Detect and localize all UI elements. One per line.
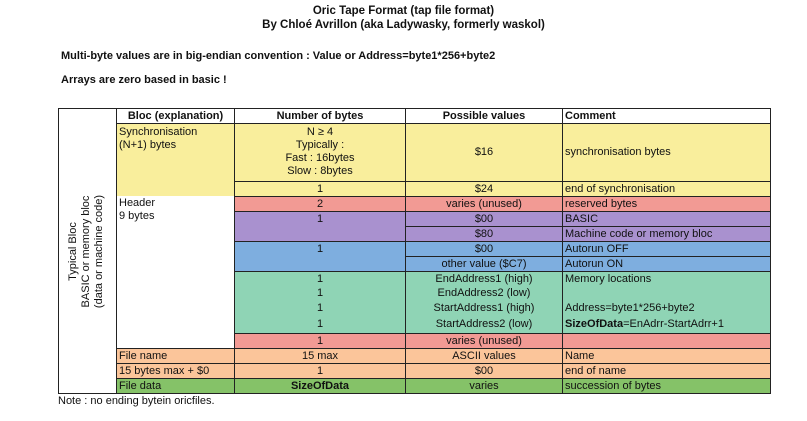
name-value: ASCII values bbox=[405, 348, 562, 363]
bloc-header: Header 9 bytes bbox=[116, 196, 234, 348]
start-address-low-value: StartAddress2 (low) bbox=[405, 316, 562, 333]
address-comment-formula: Address=byte1*256+byte2 bbox=[562, 301, 771, 316]
autorun-comment-on: Autorun ON bbox=[562, 256, 771, 271]
type-bytes: 1 bbox=[234, 211, 405, 241]
bloc-header-label: Header bbox=[119, 197, 156, 209]
endian-note: Multi-byte values are in big-endian conv… bbox=[61, 50, 496, 62]
footnote: Note : no ending bytein oricfiles. bbox=[58, 395, 215, 407]
end-address-high-bytes: 1 bbox=[234, 271, 405, 286]
sync-bytes-min: N ≥ 4 bbox=[306, 126, 334, 138]
end-sync-comment: end of synchronisation bbox=[562, 181, 771, 196]
header-bytes: Number of bytes bbox=[234, 108, 405, 124]
sync-bytes-slow: Slow : 8bytes bbox=[287, 165, 353, 177]
tap-format-table: Typical Bloc BASIC or memory bloc (data … bbox=[58, 108, 771, 394]
name-end-comment: end of name bbox=[562, 363, 771, 378]
unused-bytes: 1 bbox=[234, 333, 405, 348]
document-author: By Chloé Avrillon (aka Ladywasky, former… bbox=[262, 19, 545, 31]
reserved-comment: reserved bytes bbox=[562, 196, 771, 211]
side-label-line3: (data or machine code) bbox=[93, 194, 106, 308]
type-comment-basic: BASIC bbox=[562, 211, 771, 226]
type-value-machine: $80 bbox=[405, 226, 562, 241]
start-address-low-bytes: 1 bbox=[234, 316, 405, 333]
bloc-synchronisation: Synchronisation (N+1) bytes bbox=[116, 124, 234, 196]
address-comment-blank bbox=[562, 286, 771, 301]
data-bytes: SizeOfData bbox=[234, 378, 405, 394]
autorun-value-off: $00 bbox=[405, 241, 562, 256]
name-end-bytes: 1 bbox=[234, 363, 405, 378]
name-comment: Name bbox=[562, 348, 771, 363]
table-top-line bbox=[116, 108, 771, 109]
data-value: varies bbox=[405, 378, 562, 394]
bloc-sync-size: (N+1) bytes bbox=[119, 139, 177, 151]
name-end-value: $00 bbox=[405, 363, 562, 378]
type-comment-machine: Machine code or memory bloc bbox=[562, 226, 771, 241]
header-bloc: Bloc (explanation) bbox=[116, 108, 234, 124]
bloc-filename: File name bbox=[116, 348, 234, 363]
side-label-line1: Typical Bloc bbox=[67, 221, 80, 281]
document-title: Oric Tape Format (tap file format) bbox=[312, 5, 495, 17]
autorun-bytes: 1 bbox=[234, 241, 405, 271]
end-address-high-value: EndAddress1 (high) bbox=[405, 271, 562, 286]
autorun-value-on: other value ($C7) bbox=[405, 256, 562, 271]
end-address-low-bytes: 1 bbox=[234, 286, 405, 301]
address-comment-memory: Memory locations bbox=[562, 271, 771, 286]
end-sync-value: $24 bbox=[405, 181, 562, 196]
bloc-sync-label: Synchronisation bbox=[119, 126, 198, 138]
sync-value: $16 bbox=[405, 124, 562, 181]
size-of-data-formula: =EnAdrr-StartAdrr+1 bbox=[623, 318, 724, 330]
reserved-bytes: 2 bbox=[234, 196, 405, 211]
autorun-comment-off: Autorun OFF bbox=[562, 241, 771, 256]
name-bytes: 15 max bbox=[234, 348, 405, 363]
side-label: Typical Bloc BASIC or memory bloc (data … bbox=[58, 108, 116, 394]
start-address-high-value: StartAddress1 (high) bbox=[405, 301, 562, 316]
side-label-line2: BASIC or memory bloc bbox=[80, 195, 93, 307]
end-sync-bytes: 1 bbox=[234, 181, 405, 196]
end-address-low-value: EndAddress2 (low) bbox=[405, 286, 562, 301]
unused-comment bbox=[562, 333, 771, 348]
header-comment: Comment bbox=[562, 108, 771, 124]
data-comment: succession of bytes bbox=[562, 378, 771, 394]
header-values: Possible values bbox=[405, 108, 562, 124]
sync-bytes-cell: N ≥ 4 Typically : Fast : 16bytes Slow : … bbox=[234, 124, 405, 181]
bloc-filedata: File data bbox=[116, 378, 234, 394]
bloc-header-size: 9 bytes bbox=[119, 210, 155, 222]
start-address-high-bytes: 1 bbox=[234, 301, 405, 316]
sync-bytes-typically: Typically : bbox=[295, 139, 345, 151]
unused-value: varies (unused) bbox=[405, 333, 562, 348]
sync-comment: synchronisation bytes bbox=[562, 124, 771, 181]
type-value-basic: $00 bbox=[405, 211, 562, 226]
reserved-value: varies (unused) bbox=[405, 196, 562, 211]
size-of-data-term: SizeOfData bbox=[565, 318, 624, 330]
sync-bytes-fast: Fast : 16bytes bbox=[285, 152, 355, 164]
bloc-filename-size: 15 bytes max + $0 bbox=[116, 363, 234, 378]
address-comment-size: SizeOfData=EnAdrr-StartAdrr+1 bbox=[562, 316, 771, 333]
arrays-note: Arrays are zero based in basic ! bbox=[61, 74, 227, 86]
